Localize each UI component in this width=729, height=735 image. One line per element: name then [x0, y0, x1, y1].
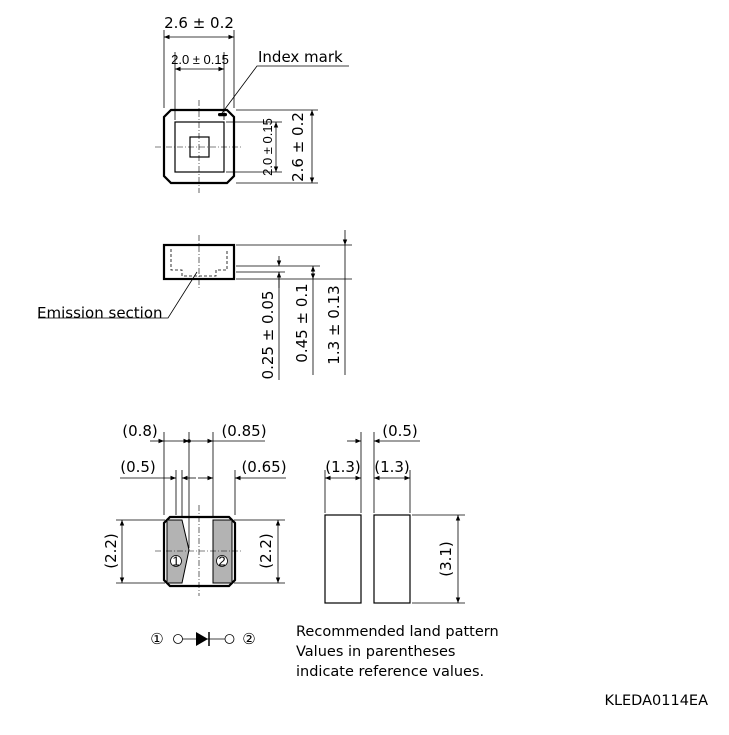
- bottom-dim-065: (0.65): [241, 458, 286, 476]
- land-pad-left: [324, 514, 362, 604]
- note-line-2: Values in parentheses: [296, 644, 455, 660]
- land-dim-width-left: (1.3): [325, 458, 361, 476]
- diode-triangle: [196, 632, 208, 646]
- bottom-dim-08: (0.8): [122, 422, 158, 440]
- land-dim-width-right: (1.3): [374, 458, 410, 476]
- top-view-package-outline: [162, 108, 236, 185]
- side-view: Emission section 0.25 ± 0.05 0.45 ± 0.1 …: [37, 230, 352, 380]
- symbol-pin-1: ①: [150, 630, 163, 648]
- top-width-outer-dim: 2.6 ± 0.2: [164, 14, 234, 32]
- top-view: Index mark 2.6 ± 0.2 2.0 ± 0.15 2.0 ± 0.…: [155, 14, 349, 193]
- pad-2-marker: [216, 555, 228, 567]
- symbol-terminal-2: [224, 634, 235, 644]
- pad-1-number: 1: [172, 554, 179, 569]
- land-dim-gap: (0.5): [382, 422, 418, 440]
- bottom-pad-1: [166, 519, 190, 584]
- bottom-dim-22-right: (2.2): [257, 533, 275, 569]
- pad-1-marker: [170, 555, 182, 567]
- side-dim-045: 0.45 ± 0.1: [293, 283, 311, 362]
- note-line-3: indicate reference values.: [296, 664, 484, 680]
- emission-section-label: Emission section: [37, 304, 163, 322]
- bottom-dim-22-left: (2.2): [102, 533, 120, 569]
- index-mark-label: Index mark: [258, 48, 343, 66]
- index-mark-leader: [221, 65, 349, 114]
- index-mark: [218, 113, 227, 117]
- symbol-pin-2: ②: [242, 630, 255, 648]
- document-code: KLEDA0114EA: [604, 693, 708, 709]
- side-dim-025: 0.25 ± 0.05: [259, 291, 277, 380]
- side-dim-13: 1.3 ± 0.13: [325, 285, 343, 364]
- note-line-1: Recommended land pattern: [296, 624, 499, 640]
- bottom-view: 1 2 (0.8) (0.85) (0.5) (0.65) (2.2): [102, 422, 287, 596]
- bottom-view-package: [162, 515, 237, 588]
- bottom-pad-2: [212, 519, 233, 584]
- diode-symbol: ① ②: [150, 630, 255, 648]
- bottom-dim-05: (0.5): [120, 458, 156, 476]
- top-width-inner-dim: 2.0 ± 0.15: [171, 52, 229, 67]
- top-height-inner-dim: 2.0 ± 0.15: [260, 118, 275, 176]
- emission-leader: [38, 271, 198, 319]
- pad-2-number: 2: [218, 554, 225, 569]
- notes: Recommended land pattern Values in paren…: [296, 624, 499, 680]
- land-pad-right: [373, 514, 411, 604]
- land-dim-height: (3.1): [437, 541, 455, 577]
- symbol-terminal-1: [173, 634, 183, 644]
- land-pattern: (0.5) (1.3) (1.3) (3.1): [324, 422, 465, 604]
- bottom-dim-085: (0.85): [221, 422, 266, 440]
- top-height-outer-dim: 2.6 ± 0.2: [289, 112, 307, 182]
